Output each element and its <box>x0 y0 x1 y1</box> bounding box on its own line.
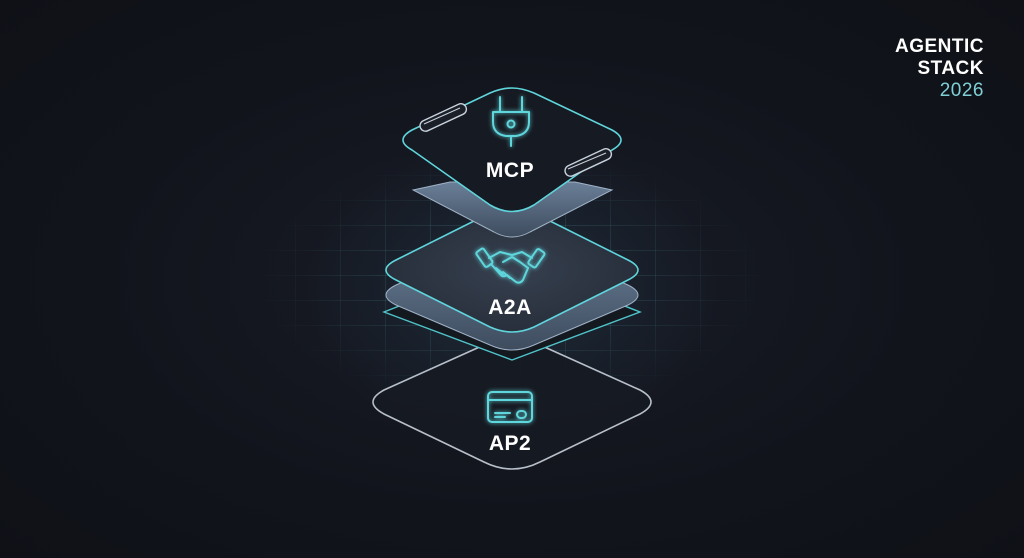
brand-year: 2026 <box>939 80 984 101</box>
credit-card-icon <box>487 391 533 423</box>
layer-label-mcp: MCP <box>485 159 535 182</box>
plug-icon <box>492 96 530 147</box>
cable-connector-right <box>564 148 613 177</box>
cable-connector-left <box>419 103 468 132</box>
brand-line-agentic: AGENTIC <box>895 36 984 57</box>
brand-title: AGENTIC STACK 2026 <box>895 36 984 102</box>
handshake-icon <box>475 247 546 284</box>
brand-line-stack: STACK <box>917 58 984 79</box>
layer-mcp <box>402 87 622 213</box>
layer-label-a2a: A2A <box>488 296 532 319</box>
layer-label-ap2: AP2 <box>488 432 532 455</box>
